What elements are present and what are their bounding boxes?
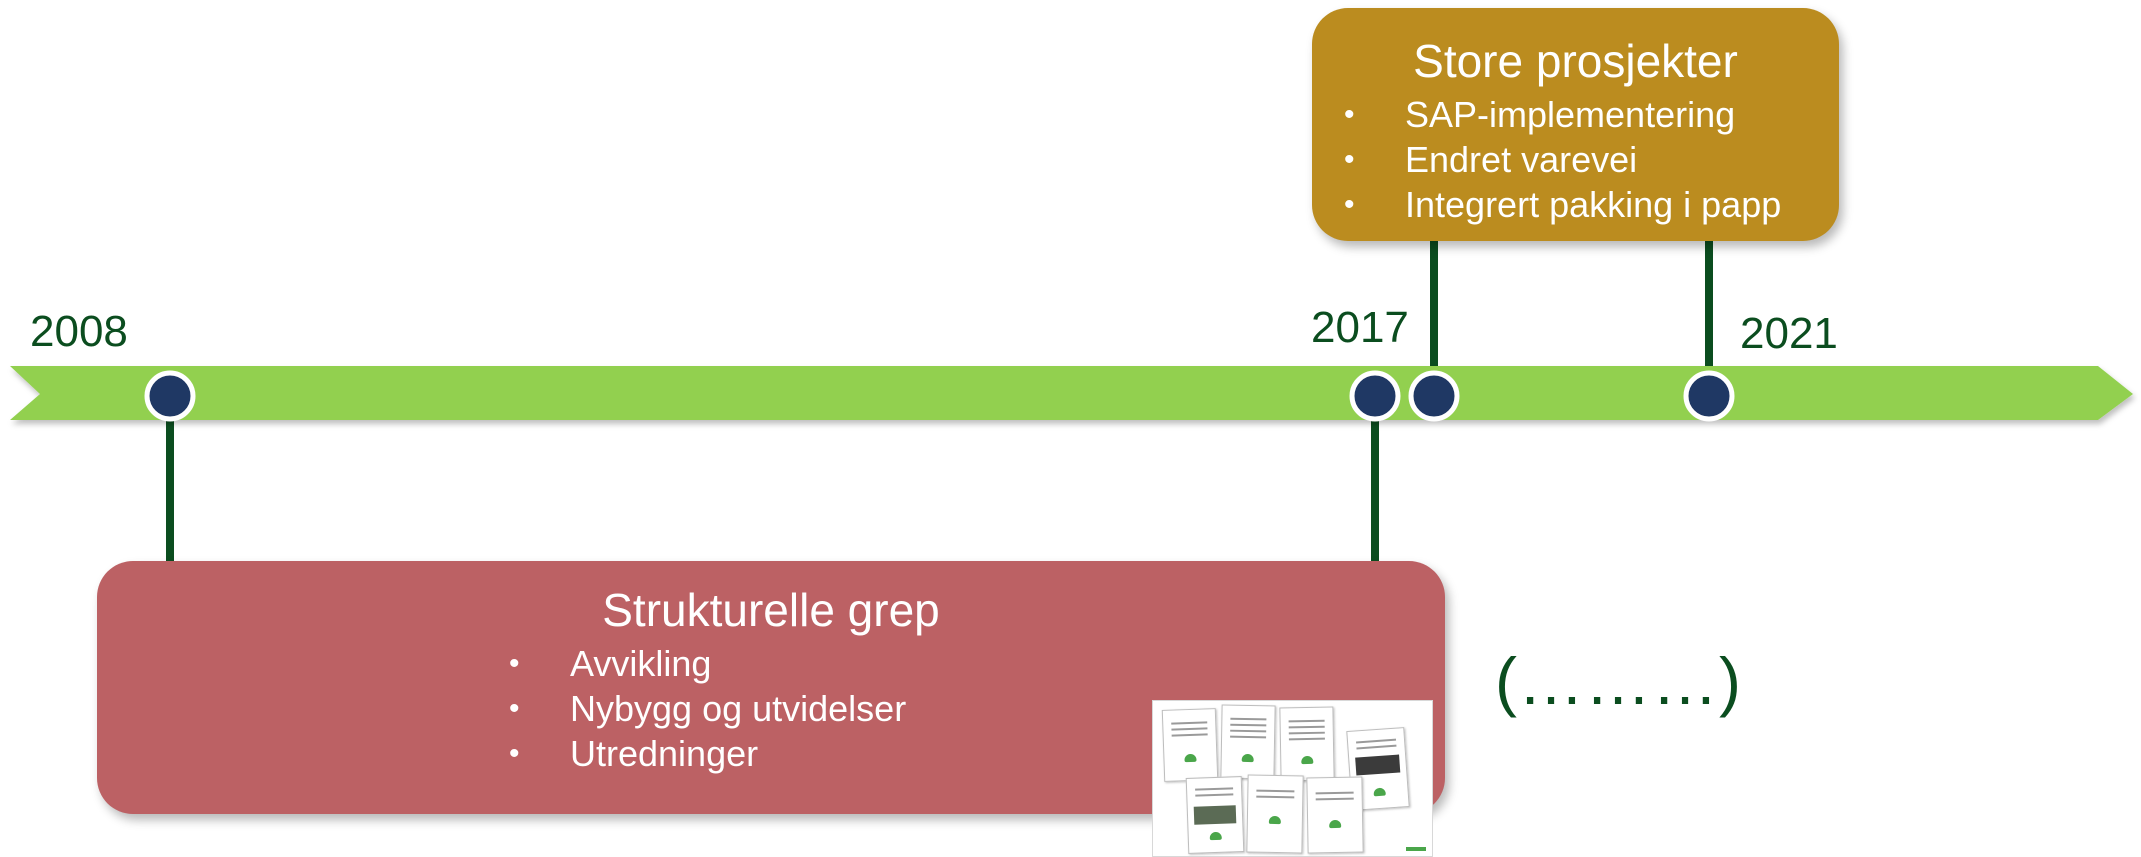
list-item: •Avvikling: [509, 643, 712, 684]
marker-store-left: [1408, 370, 1460, 422]
strukturelle-grep-title: Strukturelle grep: [602, 584, 940, 636]
report-cover: [1185, 776, 1245, 854]
bullet-icon: •: [1344, 143, 1355, 176]
strukturelle-grep-list: •Avvikling •Nybygg og utvidelser •Utredn…: [509, 641, 906, 776]
store-prosjekter-title: Store prosjekter: [1413, 35, 1738, 87]
list-item: •Endret varevei: [1344, 139, 1638, 180]
store-prosjekter-list: •SAP-implementering •Endret varevei •Int…: [1344, 92, 1781, 227]
list-item: •Nybygg og utvidelser: [509, 688, 907, 729]
timeline-arrow: [10, 366, 2133, 420]
year-label-2017: 2017: [1311, 303, 1409, 352]
report-covers-thumbnail-icon: [1152, 700, 1433, 857]
year-label-2021: 2021: [1740, 309, 1838, 358]
marker-2021: [1683, 370, 1735, 422]
bullet-icon: •: [509, 692, 520, 725]
continuation-ellipsis: (………): [1495, 644, 1742, 718]
list-item: •Integrert pakking i papp: [1344, 184, 1782, 225]
bullet-icon: •: [509, 737, 520, 770]
marker-2017: [1349, 370, 1401, 422]
bullet-icon: •: [509, 647, 520, 680]
year-label-2008: 2008: [30, 307, 128, 356]
list-item: •SAP-implementering: [1344, 94, 1736, 135]
report-cover: [1306, 776, 1364, 854]
report-cover: [1220, 704, 1276, 780]
store-prosjekter-box: Store prosjekter •SAP-implementering •En…: [1312, 8, 1839, 241]
brand-mark-icon: [1406, 847, 1426, 851]
list-item: •Utredninger: [509, 733, 759, 774]
marker-2008: [144, 370, 196, 422]
report-cover: [1279, 706, 1335, 782]
bullet-icon: •: [1344, 188, 1355, 221]
bullet-icon: •: [1344, 98, 1355, 131]
report-cover: [1161, 708, 1219, 782]
report-cover: [1246, 774, 1304, 854]
